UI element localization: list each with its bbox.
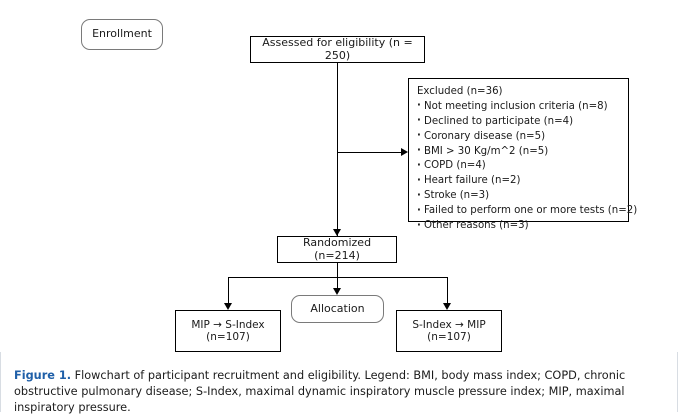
node-assessed-label: Assessed for eligibility (n = 250) bbox=[262, 35, 413, 62]
connector-randomized-stem bbox=[337, 263, 338, 278]
arrowhead-into-excluded bbox=[401, 148, 408, 156]
node-enrollment-label: Enrollment bbox=[92, 27, 152, 41]
list-item: Declined to participate (n=4) bbox=[417, 114, 628, 130]
arrowhead-into-allocation bbox=[333, 288, 341, 295]
list-item: BMI > 30 Kg/m^2 (n=5) bbox=[417, 144, 628, 160]
figure-caption-label: Figure 1. bbox=[14, 369, 72, 382]
arrowhead-into-group-right bbox=[443, 303, 451, 310]
excluded-title: Excluded (n=36) bbox=[417, 86, 503, 97]
arrowhead-into-randomized bbox=[333, 229, 341, 236]
figure-caption: Figure 1. Flowchart of participant recru… bbox=[14, 368, 664, 416]
connector-branch-center bbox=[337, 277, 338, 288]
figure-caption-text: Flowchart of participant recruitment and… bbox=[14, 369, 626, 415]
list-item: Coronary disease (n=5) bbox=[417, 129, 628, 145]
connector-branch-left bbox=[228, 277, 229, 303]
node-randomized: Randomized (n=214) bbox=[277, 236, 397, 263]
list-item: Stroke (n=3) bbox=[417, 189, 628, 204]
node-group-sindex-to-mip: S-Index → MIP (n=107) bbox=[396, 310, 502, 352]
connector-trunk-to-excluded bbox=[337, 152, 401, 153]
node-randomized-label: Randomized (n=214) bbox=[302, 235, 372, 262]
node-allocation: Allocation bbox=[291, 295, 384, 323]
connector-assessed-to-randomized bbox=[337, 63, 338, 236]
node-group-left-label: MIP → S-Index (n=107) bbox=[191, 318, 265, 343]
page-edge-left bbox=[0, 352, 1, 412]
excluded-reason-list: Not meeting inclusion criteria (n=8) Dec… bbox=[417, 99, 637, 234]
list-item: Heart failure (n=2) bbox=[417, 174, 628, 189]
node-excluded-reasons: Excluded (n=36) Not meeting inclusion cr… bbox=[408, 78, 637, 233]
arrowhead-into-group-left bbox=[224, 303, 232, 310]
node-enrollment: Enrollment bbox=[81, 19, 163, 50]
list-item: Failed to perform one or more tests (n=2… bbox=[417, 204, 637, 219]
list-item: Not meeting inclusion criteria (n=8) bbox=[417, 99, 628, 115]
node-group-right-label: S-Index → MIP (n=107) bbox=[412, 318, 486, 343]
connector-branch-right bbox=[447, 277, 448, 303]
node-assessed-for-eligibility: Assessed for eligibility (n = 250) bbox=[250, 36, 425, 63]
list-item: COPD (n=4) bbox=[417, 159, 628, 174]
list-item: Other reasons (n=3) bbox=[417, 219, 628, 234]
node-group-mip-to-sindex: MIP → S-Index (n=107) bbox=[175, 310, 281, 352]
node-allocation-label: Allocation bbox=[310, 301, 365, 315]
flowchart-canvas: Enrollment Assessed for eligibility (n =… bbox=[0, 0, 678, 360]
connector-allocation-branch-bar bbox=[228, 277, 448, 278]
